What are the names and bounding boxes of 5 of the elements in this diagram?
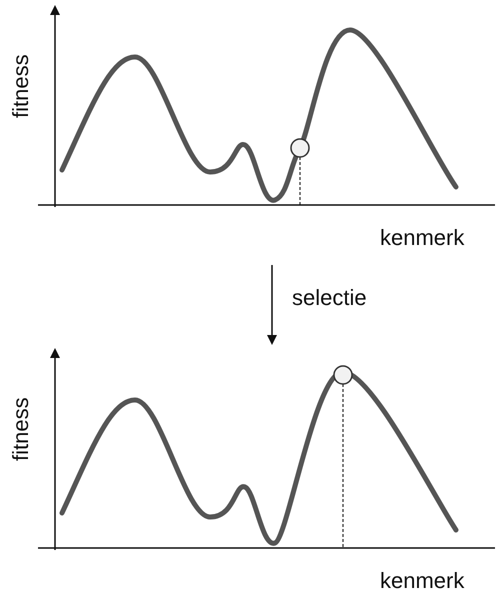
arrow-label: selectie [292,287,367,309]
axis-title: fitness [10,397,32,461]
axis-title: kenmerk [380,227,464,249]
axis-title: fitness [10,54,32,118]
axis-title: kenmerk [380,570,464,590]
